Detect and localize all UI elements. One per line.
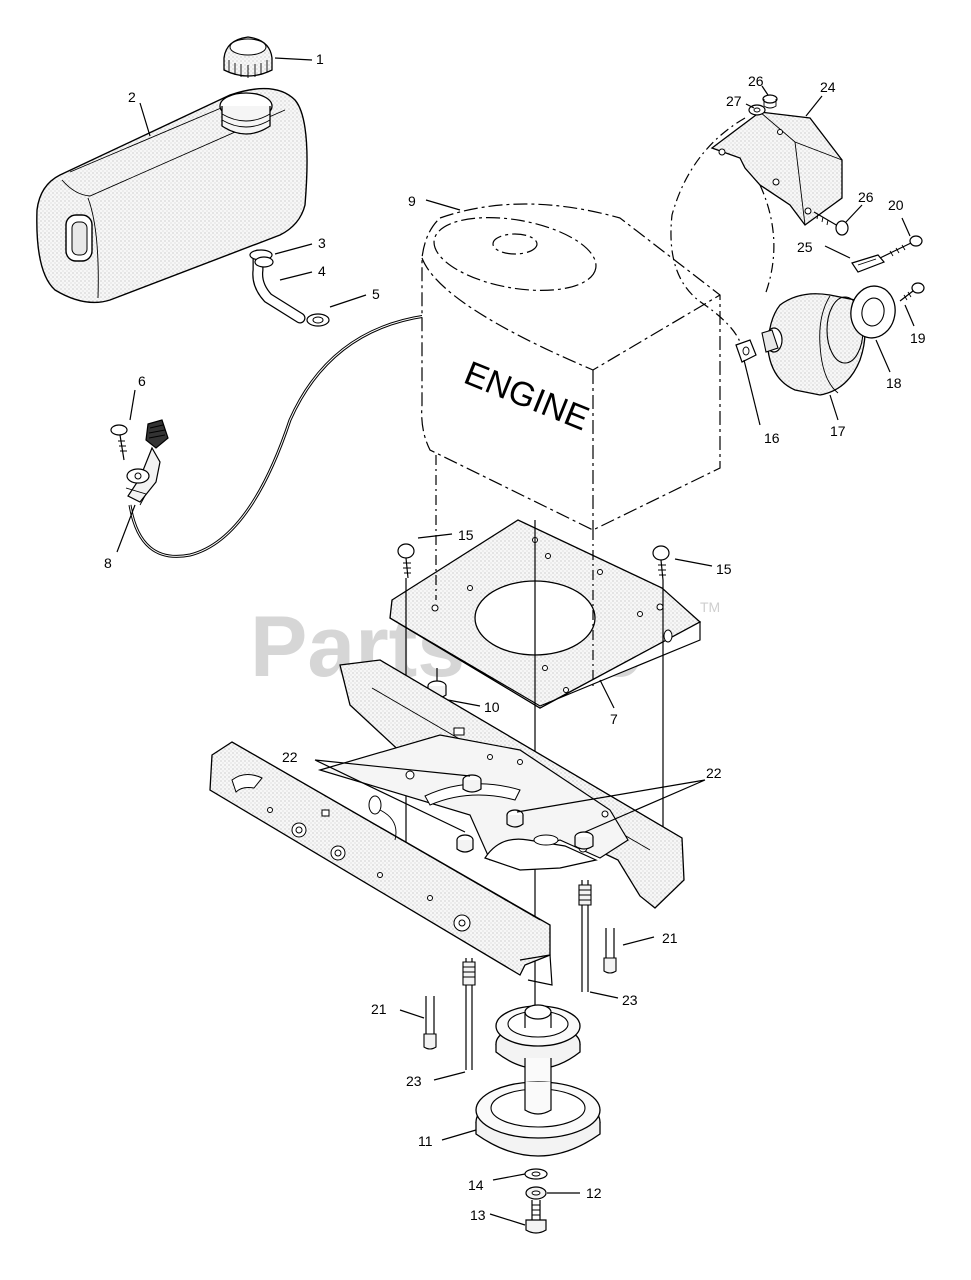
callouts: 1 2 3 4 5 6 7 8 9 10 11 12 13 14 15 15 1… <box>104 51 926 1223</box>
callout-2: 2 <box>128 89 136 105</box>
callout-22-left: 22 <box>282 749 298 765</box>
engine[interactable]: ENGINE <box>421 203 721 531</box>
watermark-trademark: TM <box>700 599 720 615</box>
screw-19 <box>899 282 925 302</box>
nut-22-c <box>506 809 524 828</box>
tractor-frame[interactable] <box>209 659 685 986</box>
clamp-25 <box>851 254 886 273</box>
callout-15-right: 15 <box>716 561 732 577</box>
bolt-15-right <box>652 545 670 581</box>
bolt-13 <box>525 1200 547 1234</box>
callout-7: 7 <box>610 711 618 727</box>
callout-18: 18 <box>886 375 902 391</box>
callout-6: 6 <box>138 373 146 389</box>
callout-9: 9 <box>408 193 416 209</box>
muffler-guide-line-2 <box>759 184 775 296</box>
callout-5: 5 <box>372 286 380 302</box>
muffler[interactable] <box>761 293 866 396</box>
throttle-control[interactable] <box>125 419 169 506</box>
callout-16: 16 <box>764 430 780 446</box>
leader-lines <box>116 57 915 1226</box>
callout-24: 24 <box>820 79 836 95</box>
callout-26-top: 26 <box>748 73 764 89</box>
throttle-cable[interactable] <box>128 314 426 558</box>
stud-23-left <box>462 958 476 1070</box>
callout-21-left: 21 <box>371 1001 387 1017</box>
nut-22-d <box>574 831 594 850</box>
bolt-21-right <box>603 928 617 974</box>
bolt-15-left <box>397 543 415 579</box>
fuel-cap[interactable] <box>223 36 273 78</box>
fuel-line-assembly[interactable] <box>249 249 330 327</box>
callout-17: 17 <box>830 423 846 439</box>
callout-23-left: 23 <box>406 1073 422 1089</box>
callout-22-right: 22 <box>706 765 722 781</box>
gasket-16 <box>735 339 757 363</box>
callout-8: 8 <box>104 555 112 571</box>
callout-23-right: 23 <box>622 992 638 1008</box>
lockwasher-12 <box>525 1186 547 1200</box>
lower-pulley[interactable] <box>475 1081 601 1157</box>
nut-22-a <box>462 774 482 793</box>
callout-15-left: 15 <box>458 527 474 543</box>
callout-27: 27 <box>726 93 742 109</box>
muffler-guide-line <box>670 117 746 351</box>
stud-23-right <box>578 880 592 992</box>
callout-13: 13 <box>470 1207 486 1223</box>
callout-19: 19 <box>910 330 926 346</box>
washer-14 <box>524 1168 548 1180</box>
callout-10: 10 <box>484 699 500 715</box>
bolt-26-side <box>813 211 849 236</box>
callout-11: 11 <box>418 1133 433 1149</box>
bolt-20 <box>879 235 923 259</box>
callout-14: 14 <box>468 1177 484 1193</box>
callout-26-side: 26 <box>858 189 874 205</box>
deflector-18 <box>850 285 896 339</box>
callout-3: 3 <box>318 235 326 251</box>
screw-6 <box>110 424 128 461</box>
callout-4: 4 <box>318 263 326 279</box>
callout-25: 25 <box>797 239 813 255</box>
callout-21-right: 21 <box>662 930 678 946</box>
nut-22-b <box>456 834 474 853</box>
callout-1: 1 <box>316 51 324 67</box>
bolt-21-left <box>423 996 437 1050</box>
callout-20: 20 <box>888 197 904 213</box>
bolt-26-top <box>762 94 778 109</box>
callout-12: 12 <box>586 1185 602 1201</box>
muffler-guard-bracket[interactable] <box>710 111 843 226</box>
fuel-tank[interactable] <box>36 87 308 304</box>
